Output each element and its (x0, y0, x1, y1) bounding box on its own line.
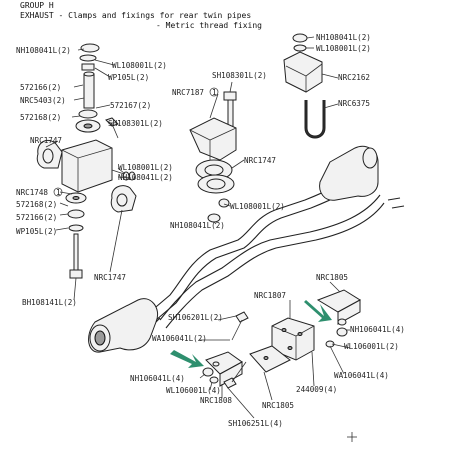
label-nh108041l: NH108041L(2) (16, 46, 71, 55)
label-wp105l: WP105L(2) (108, 73, 149, 82)
label-nh108041l-center: NH108041L(2) (170, 221, 225, 230)
label-sh108301l: SH108301L(2) (108, 119, 163, 128)
label-nh106041l-left: NH106041L(4) (130, 374, 185, 383)
label-nrc1748: NRC1748 (16, 188, 48, 197)
label-sh108301l-top: SH108301L(2) (212, 71, 267, 80)
rear-silencer (319, 145, 379, 201)
green-arrow-right (304, 300, 332, 322)
leader-lines (45, 36, 351, 419)
highlight-arrows (170, 300, 332, 368)
callout-number-2: 1 (212, 88, 217, 97)
label-244009: 244009(4) (296, 385, 337, 394)
label-bh108141l: BH108141L(2) (22, 298, 77, 307)
label-nh108041l-tr: NH108041L(2) (316, 33, 371, 42)
label-wl108001l-tr: WL108001L(2) (316, 44, 371, 53)
label-nrc7187: NRC7187 (172, 88, 204, 97)
label-nrc1807: NRC1807 (254, 291, 286, 300)
label-nrc2162: NRC2162 (338, 73, 370, 82)
label-572168-b: 572168(2) (16, 200, 57, 209)
label-572167: 572167(2) (110, 101, 151, 110)
label-wl108001l: WL108001L(2) (112, 61, 167, 70)
callout-circle-2 (209, 87, 219, 97)
label-572166: 572166(2) (20, 83, 61, 92)
front-silencer (88, 298, 158, 353)
diagram-subtitle: - Metric thread fixing (156, 21, 262, 30)
label-nh106041l-right: NH106041L(4) (350, 325, 405, 334)
label-wl106001l-right: WL106001L(2) (344, 342, 399, 351)
label-572168: 572168(2) (20, 113, 61, 122)
callout-circle (53, 187, 63, 197)
label-wl108001l-mid: WL108001L(2) (118, 163, 173, 172)
callout-number: 1 (56, 188, 61, 197)
label-nrc1747-center: NRC1747 (244, 156, 276, 165)
left-mounting-stack (36, 43, 137, 279)
corner-mark (347, 432, 357, 442)
label-nrc1747-bottom: NRC1747 (94, 273, 126, 282)
label-wl106001l-left: WL106001L(4) (166, 386, 221, 395)
label-nrc5403: NRC5403(2) (20, 96, 66, 105)
label-nrc1805-bottom: NRC1805 (262, 401, 294, 410)
diagram-title: EXHAUST - Clamps and fixings for rear tw… (20, 11, 251, 20)
label-wa106041l-right: WA106041L(4) (334, 371, 389, 380)
group-heading: GROUP H (20, 1, 54, 10)
label-nrc1805-right: NRC1805 (316, 273, 348, 282)
label-sh106201l: SH106201L(2) (168, 313, 223, 322)
label-nrc1808: NRC1808 (200, 396, 232, 405)
centre-mounting-clamp (189, 91, 237, 223)
label-sh106251l: SH106251L(4) (228, 419, 283, 428)
label-nrc6375: NRC6375 (338, 99, 370, 108)
green-arrow-left (170, 350, 204, 368)
top-right-hanger (283, 33, 326, 139)
label-572166-b: 572166(2) (16, 213, 57, 222)
label-wl108001l-center: WL108001L(2) (230, 202, 285, 211)
label-wa106041l-left: WA106041L(2) (152, 334, 207, 343)
bottom-right-mount (202, 289, 361, 389)
label-wp105l-b: WP105L(2) (16, 227, 57, 236)
label-nh108041l-mid: NH108041L(2) (118, 173, 173, 182)
part-labels: NH108041L(2) WL108001L(2) WP105L(2) 5721… (16, 33, 405, 428)
label-nrc1747-left: NRC1747 (30, 136, 62, 145)
